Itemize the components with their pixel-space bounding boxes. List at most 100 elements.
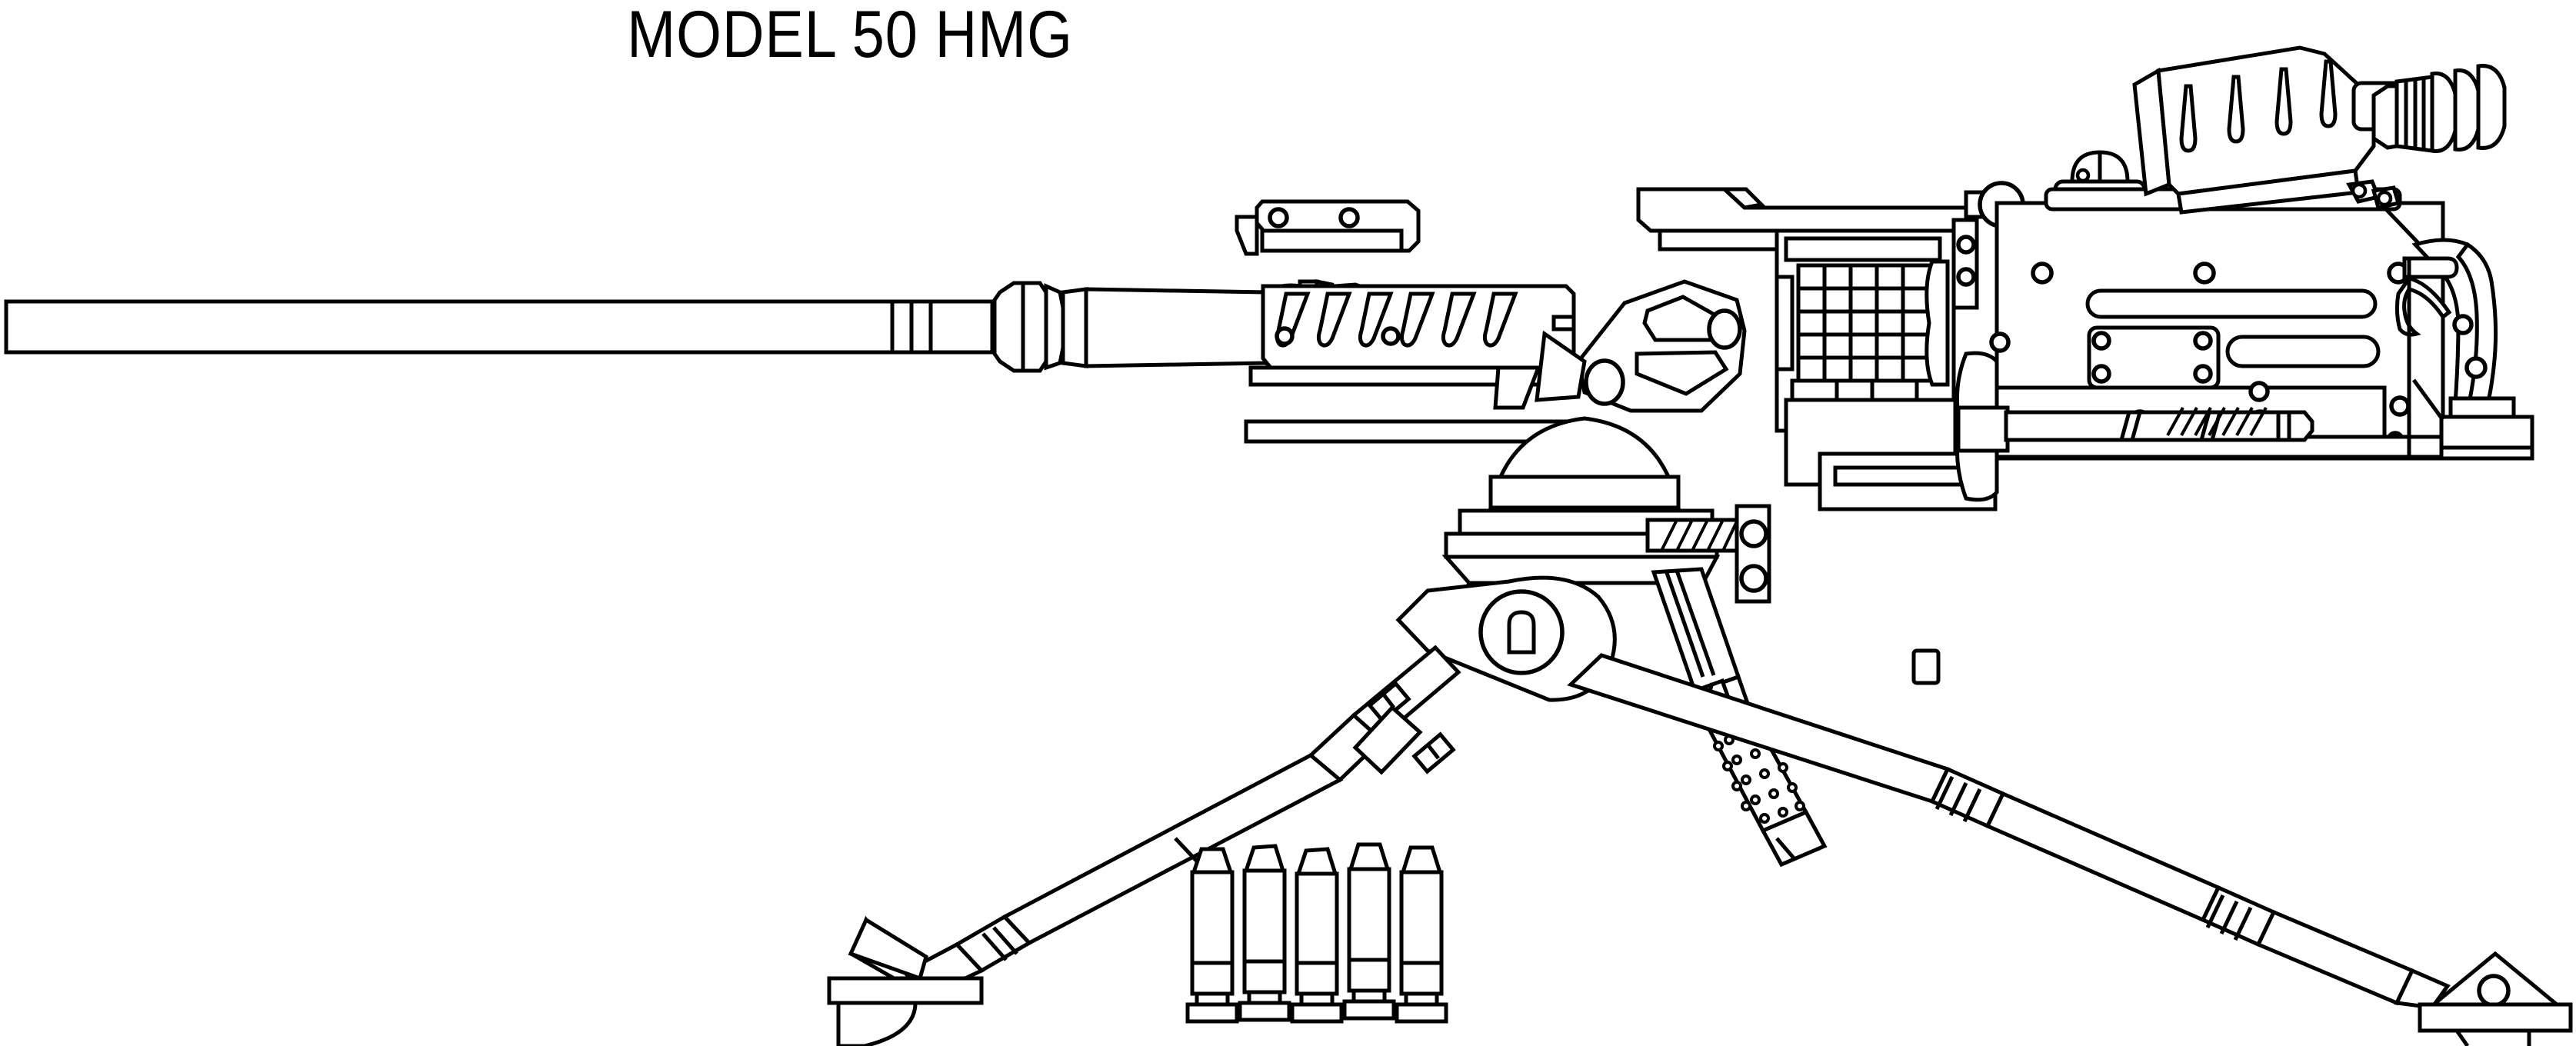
front-leg-window <box>1352 705 1423 775</box>
pivot-pin <box>1507 610 1536 655</box>
rear-leg-mid <box>1984 791 2221 923</box>
front-leg-tube <box>1001 753 1344 946</box>
trigger <box>2394 276 2452 337</box>
optic-group <box>2132 45 2507 246</box>
optic-to-grip-line <box>2383 206 2421 246</box>
optic-knob-neck <box>2371 84 2399 150</box>
optic-fin-4 <box>2319 59 2338 128</box>
bracket-aux-hole <box>1707 308 1742 350</box>
ammo-box-group <box>1784 398 1998 511</box>
optic-mount-pin-2 <box>2376 190 2393 207</box>
grip-bolt-1 <box>2452 314 2474 335</box>
access-bolt-3 <box>2091 364 2111 384</box>
feed-latch-pin-2 <box>1956 267 1976 287</box>
bracket-pivot-hole <box>1584 358 1625 406</box>
feed-mechanism-group <box>1775 228 1956 433</box>
charging-handle-boss <box>1956 405 2010 453</box>
rear-leg-lower <box>2255 909 2415 1006</box>
barrel-collar-ring <box>1021 281 1048 373</box>
access-bolt-1 <box>2091 331 2111 351</box>
handguard-screw-2 <box>1381 326 1401 346</box>
feed-cover-front-lip <box>1719 187 1766 210</box>
barrel-group <box>4 299 997 355</box>
charging-group <box>1954 351 2314 502</box>
cooling-slot-2 <box>1316 291 1352 348</box>
optic-knob-cap-2 <box>2453 68 2481 152</box>
recoil-rod-hatch <box>2166 407 2268 436</box>
rear-leg-tab <box>1911 648 1941 685</box>
trigger-guard <box>2402 256 2459 279</box>
feed-lattice <box>1796 263 1934 383</box>
pistol-grip-group <box>2394 238 2534 461</box>
optic-knob-cap-3 <box>2476 64 2507 150</box>
recoil-rod-band-2 <box>2130 411 2142 441</box>
grip-pedestal <box>2439 415 2534 450</box>
optic-fin-1 <box>2179 84 2198 153</box>
bracket-cutout-lower <box>1635 350 1729 396</box>
cartridge-4 <box>1342 842 1396 1021</box>
feed-housing-inner <box>1784 236 1942 262</box>
center-leg-seam-1 <box>1664 570 1705 678</box>
center-leg-seam-2 <box>1675 570 1716 676</box>
elevation-bolt-1 <box>1739 519 1768 548</box>
rail-front-post <box>1235 215 1259 256</box>
bracket-leading-edge <box>1535 330 1587 402</box>
front-leg-base-plate <box>827 976 984 1005</box>
handguard-screw-1 <box>1275 326 1295 346</box>
barrel-collar-flare <box>992 281 1025 373</box>
optic-fin-3 <box>2274 67 2293 136</box>
access-bolt-4 <box>2193 364 2213 384</box>
optic-fin-2 <box>2227 75 2245 144</box>
feed-cover-top <box>1636 187 1968 233</box>
cooling-slot-3 <box>1358 291 1394 348</box>
barrel-sleeve-body <box>1084 287 1268 368</box>
recoil-rod-band-3 <box>2199 411 2211 441</box>
elevation-bolt-2 <box>1739 564 1768 593</box>
grip-bolt-2 <box>2464 356 2488 379</box>
receiver-screw-2 <box>2193 262 2216 285</box>
top-rail-group <box>1235 199 1421 256</box>
cartridge-3 <box>1290 847 1344 1024</box>
rear-leg-group <box>1567 648 2573 1046</box>
barrel-collar-taper <box>1044 283 1065 371</box>
traverse-dome-inner <box>1488 475 1681 510</box>
cooling-slot-6 <box>1482 291 1518 348</box>
grip-collar <box>2448 396 2516 419</box>
cartridge-5 <box>1395 845 1448 1024</box>
elevation-screw-hatch <box>1660 519 1738 551</box>
optic-mount-pin-1 <box>2351 182 2368 199</box>
elevation-screw-group <box>1645 504 1771 604</box>
feed-pawl <box>1925 259 1950 387</box>
receiver-slot-lower <box>2225 335 2381 368</box>
receiver-screw-5 <box>2389 395 2411 417</box>
pivot-yoke-group <box>1395 575 1617 702</box>
rear-leg-spade-1 <box>2454 1029 2470 1046</box>
cooling-slot-4 <box>1399 291 1435 348</box>
handguard-detent <box>1551 315 1576 331</box>
receiver-screw-4 <box>1989 331 2011 353</box>
receiver-slot-upper <box>2085 288 2378 319</box>
front-leg-spade <box>836 1001 918 1046</box>
cartridge-1 <box>1185 847 1239 1024</box>
traverse-mount-group <box>1441 416 1721 610</box>
handguard-group <box>1244 284 1576 444</box>
mount-bracket-group <box>1535 279 1747 413</box>
barrel <box>4 299 997 355</box>
handguard-rear-brace <box>1493 365 1541 410</box>
front-leg-group <box>827 645 1461 1046</box>
cooling-slot-5 <box>1441 291 1477 348</box>
feed-latch-link <box>1951 218 1979 310</box>
cartridge-group <box>1185 842 1448 1024</box>
page-title: MODEL 50 HMG <box>627 0 1073 72</box>
cartridge-2 <box>1238 844 1291 1022</box>
feed-drum-pin <box>2075 168 2091 183</box>
receiver-screw-1 <box>2031 262 2054 285</box>
top-rail-groove <box>1260 228 1404 253</box>
grip-pedestal-base <box>2439 445 2534 461</box>
top-rail-screw-1 <box>1268 207 1289 228</box>
lower-panel-bolt-3 <box>2248 381 2270 402</box>
feed-latch-pin-1 <box>1956 235 1976 255</box>
rear-leg-foot-pin <box>2477 974 2511 1008</box>
